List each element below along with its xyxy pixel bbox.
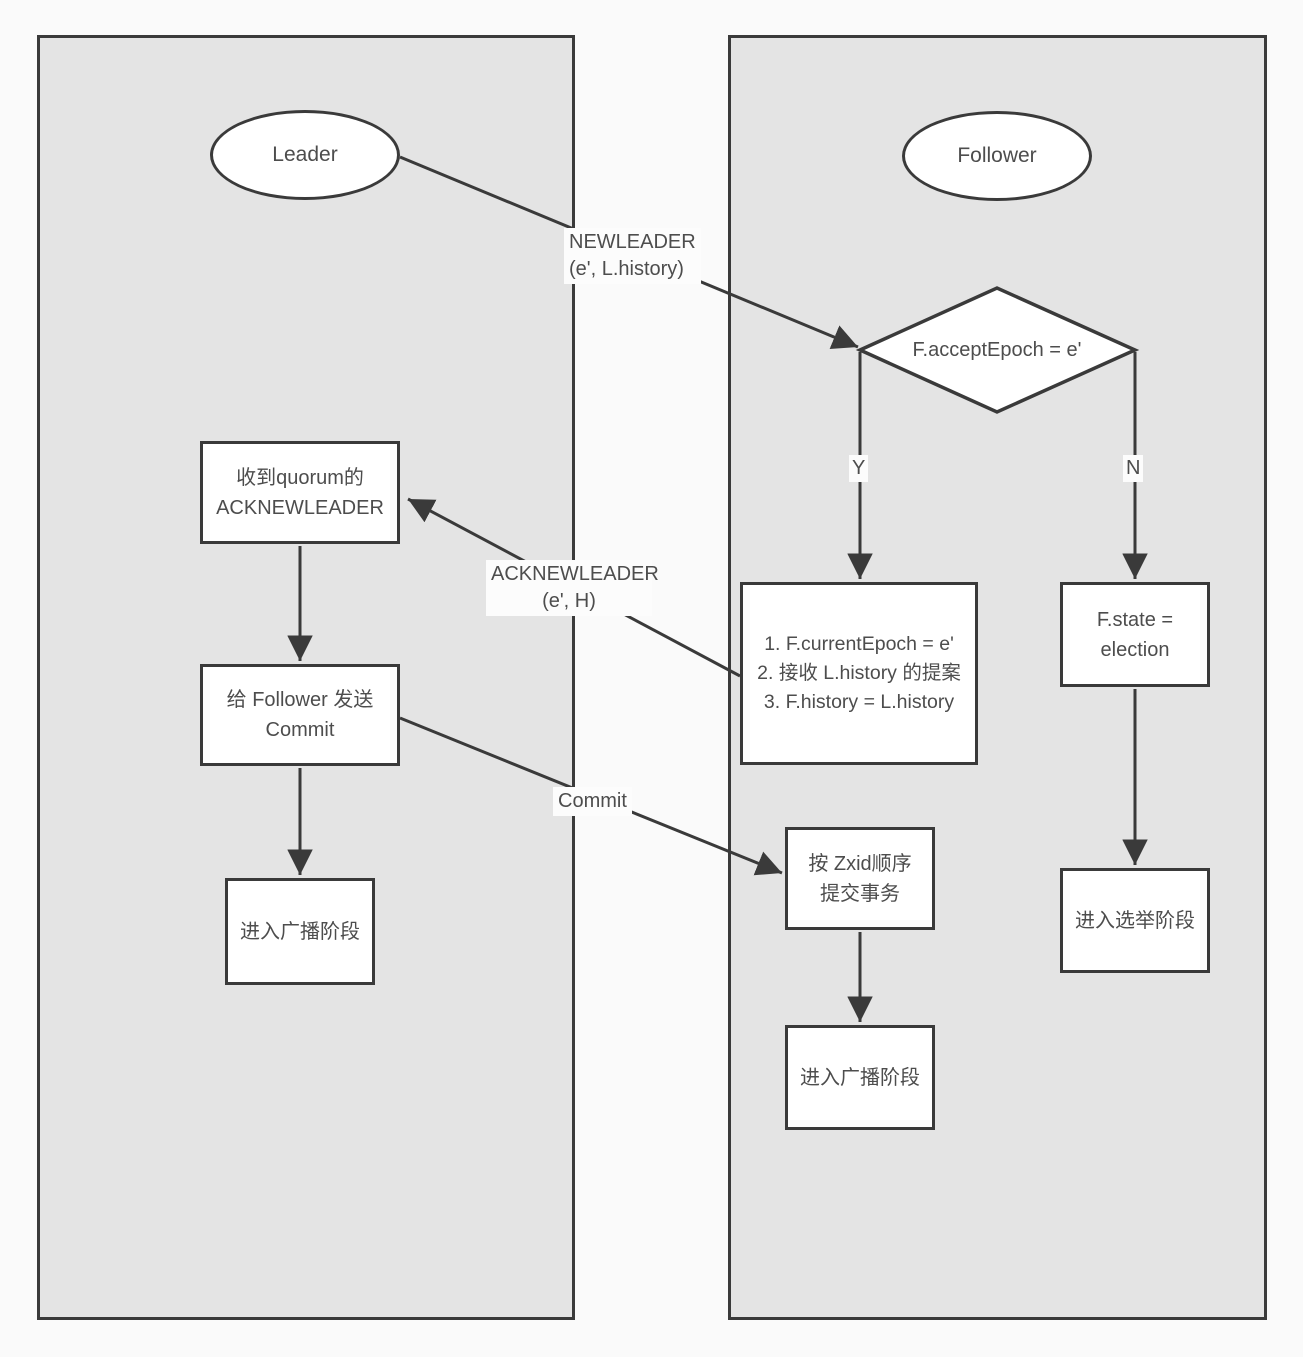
node-leader-broadcast: 进入广播阶段	[225, 878, 375, 985]
edge-label-acknewleader: ACKNEWLEADER (e', H)	[486, 560, 659, 616]
node-state-election: F.state = election	[1060, 582, 1210, 687]
node-follower-steps: 1. F.currentEpoch = e' 2. 接收 L.history 的…	[740, 582, 978, 765]
node-enter-election: 进入选举阶段	[1060, 868, 1210, 973]
edge-label-newleader: NEWLEADER (e', L.history)	[564, 228, 701, 284]
node-follower: Follower	[902, 111, 1092, 201]
node-send-commit: 给 Follower 发送 Commit	[200, 664, 400, 766]
node-commit-by-zxid: 按 Zxid顺序 提交事务	[785, 827, 935, 930]
node-quorum-ack: 收到quorum的 ACKNEWLEADER	[200, 441, 400, 544]
node-follower-broadcast: 进入广播阶段	[785, 1025, 935, 1130]
edge-label-commit: Commit	[553, 787, 632, 816]
edge-label-yes: Y	[849, 455, 869, 482]
decision-diamond-shape	[855, 286, 1140, 414]
node-accept-epoch-decision: F.acceptEpoch = e'	[912, 338, 1082, 361]
node-leader: Leader	[210, 110, 400, 200]
edge-label-no: N	[1123, 455, 1144, 482]
